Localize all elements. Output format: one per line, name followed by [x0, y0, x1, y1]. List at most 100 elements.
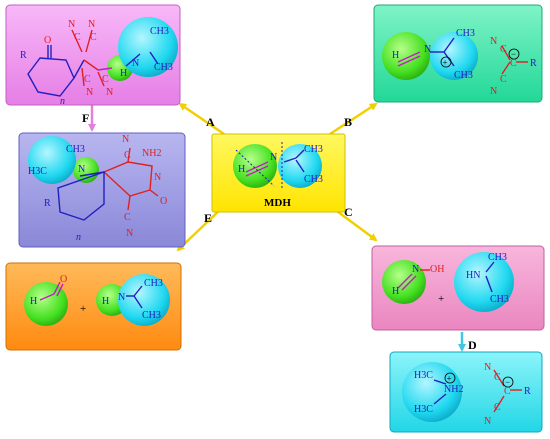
arrow-label-a: A	[206, 115, 215, 129]
amine-h: H	[120, 68, 127, 79]
cyan-ball	[118, 274, 170, 326]
amide-n: N	[270, 152, 277, 163]
formyl-h: H	[238, 164, 245, 175]
plus-sign: +	[438, 293, 444, 305]
methyl-top: H3C	[414, 370, 433, 381]
plus-charge: +	[447, 374, 452, 384]
ammonium-nh2: NH2	[444, 384, 463, 395]
nitrile-n-2: N	[126, 228, 133, 239]
plus-charge-circle	[440, 56, 452, 68]
plus-sign: +	[80, 303, 86, 315]
nitrile-n-4: N	[106, 87, 113, 98]
methyl-bottom: CH3	[142, 310, 161, 321]
nitrile-c-1: C	[500, 44, 507, 55]
carbonyl-o: O	[44, 35, 51, 46]
r-group: R	[524, 386, 531, 397]
nitrile-c-1: C	[494, 372, 501, 383]
green-ball	[73, 157, 99, 183]
methyl-bottom: CH3	[304, 174, 323, 185]
nitrile-c-2: C	[500, 74, 507, 85]
minus-charge-circle	[508, 48, 520, 60]
nitrile-n-1: N	[484, 362, 491, 373]
mdh-title: MDH	[264, 197, 291, 209]
panel-d: H3C NH2 H3C + N C C C N − R	[389, 351, 543, 433]
carbanion-c: C	[510, 58, 517, 69]
cyan-ball	[454, 252, 514, 312]
panel-mdh: H N CH3 CH3 MDH	[211, 133, 346, 213]
nitrile-c-2: C	[124, 212, 131, 223]
panel-e: H H N CH3 CH3 O +	[5, 262, 182, 351]
green-ball	[233, 144, 277, 188]
nitrile-n-2: N	[490, 86, 497, 97]
arrow-b	[329, 102, 378, 136]
carbonyl-o: O	[60, 274, 67, 285]
arrow-label-f: F	[82, 111, 89, 125]
nitrile-c-3: C	[84, 74, 91, 85]
nitrile-c-1: C	[74, 32, 81, 43]
green-ball	[24, 282, 68, 326]
nitrile-c-4: C	[102, 74, 109, 85]
ring-n: N	[154, 172, 161, 183]
ring-n-subscript: n	[76, 232, 81, 243]
formyl-h: H	[392, 286, 399, 297]
ring-o: O	[160, 196, 167, 207]
formyl-h: H	[392, 50, 399, 61]
amine-n: N	[132, 58, 139, 69]
arrow-e	[176, 205, 225, 252]
amine-n: N	[118, 292, 125, 303]
methyl-top: CH3	[66, 144, 85, 155]
panel-c: H N HN CH3 CH3 OH +	[371, 245, 545, 331]
methyl-top: CH3	[304, 144, 323, 155]
methyl-bottom: CH3	[490, 294, 509, 305]
methyl-left: H3C	[28, 166, 47, 177]
methyl-top: CH3	[144, 278, 163, 289]
methyl-top: CH3	[488, 252, 507, 263]
nitrile-c-2: C	[90, 32, 97, 43]
nitrile-n-1: N	[490, 36, 497, 47]
green-ball	[382, 32, 430, 80]
plus-charge-circle	[444, 372, 456, 384]
panel-fused-product: CH3 H3C N R n N C NH2 N O C N	[18, 132, 186, 248]
cyan-ball	[402, 362, 462, 422]
nitrile-c-1: C	[124, 150, 131, 161]
methyl-top: CH3	[150, 26, 169, 37]
nitrile-n-1: N	[122, 134, 129, 145]
amine-hn: HN	[466, 270, 480, 281]
ring-n-subscript: n	[60, 96, 65, 107]
hydroxyl-oh: OH	[430, 264, 444, 275]
cyan-ball	[118, 17, 178, 77]
nitrile-n-3: N	[86, 87, 93, 98]
carbanion-c: C	[504, 386, 511, 397]
panel-b: H N CH3 CH3 + N C C C N − R	[373, 4, 543, 103]
r-group: R	[530, 58, 537, 69]
nitrile-n-2: N	[484, 416, 491, 427]
cyan-ball	[28, 136, 76, 184]
minus-charge: −	[511, 49, 516, 59]
methyl-right: CH3	[154, 62, 173, 73]
amine-n: N	[78, 164, 85, 175]
formyl-h: H	[30, 296, 37, 307]
oxime-n: N	[412, 264, 419, 275]
minus-charge-circle	[502, 376, 514, 388]
cyan-ball	[430, 32, 478, 80]
panel-f: N C N C C N C N R N H CH3 CH3 n O	[5, 4, 181, 107]
nitrile-n-1: N	[68, 19, 75, 30]
methyl-bottom: CH3	[454, 70, 473, 81]
minus-charge: −	[505, 377, 510, 387]
arrow-label-b: B	[344, 115, 352, 129]
plus-charge: +	[443, 58, 448, 68]
arrow-a	[178, 102, 225, 136]
amino-nh2: NH2	[142, 148, 161, 159]
arrow-label-e: E	[204, 211, 212, 225]
arrow-label-d: D	[468, 338, 477, 352]
r-group: R	[20, 50, 27, 61]
nitrile-c-2: C	[494, 402, 501, 413]
methyl-top: CH3	[456, 28, 475, 39]
nitrile-n-2: N	[88, 19, 95, 30]
amine-h: H	[102, 296, 109, 307]
arrow-label-c: C	[344, 205, 353, 219]
methyl-bottom: H3C	[414, 404, 433, 415]
iminium-n: N	[424, 44, 431, 55]
r-group: R	[44, 198, 51, 209]
